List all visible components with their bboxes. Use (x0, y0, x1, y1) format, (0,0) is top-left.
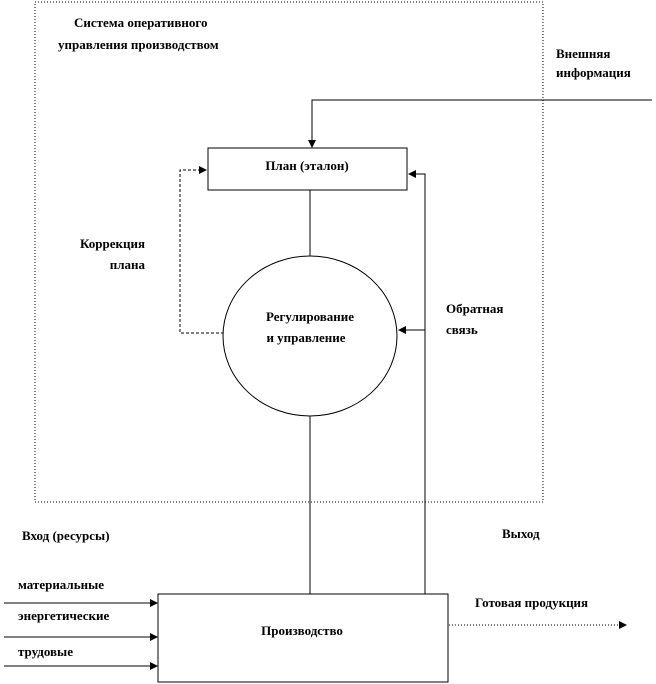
system-boundary (34, 1, 544, 503)
resource-energy: энергетические (18, 608, 109, 623)
plan-box (207, 147, 408, 191)
feedback-line (408, 170, 426, 594)
system-title-line1: Система оперативного (74, 15, 207, 30)
correction-line1: Коррекция (80, 236, 145, 251)
correction-arrow (179, 166, 224, 334)
external-info-line2: информация (556, 65, 631, 80)
external-info-arrow (308, 99, 652, 148)
system-title-line2: управления производством (58, 37, 219, 52)
regulation-line2: и управление (266, 330, 345, 345)
feedback-line1: Обратная (446, 301, 503, 316)
resource-labor: трудовые (18, 644, 73, 659)
external-info-line1: Внешняя (556, 46, 610, 61)
feedback-line2: связь (446, 322, 478, 337)
plan-label: План (эталон) (265, 158, 348, 173)
production-label: Производство (261, 623, 343, 638)
output-label: Выход (502, 526, 540, 541)
product-label: Готовая продукция (475, 595, 588, 610)
input-label: Вход (ресурсы) (22, 528, 110, 543)
production-box (157, 593, 449, 683)
regulation-line1: Регулирование (266, 309, 354, 324)
correction-line2: плана (110, 257, 146, 272)
resource-material: материальные (18, 577, 104, 592)
